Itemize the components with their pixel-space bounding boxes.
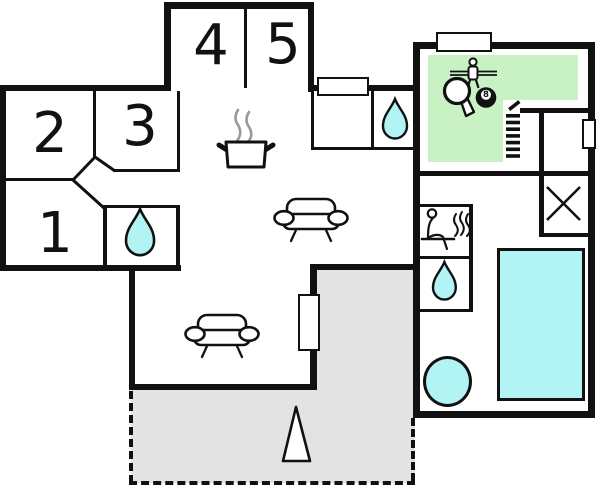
billiard-8-ball-icon: 8 — [475, 87, 497, 108]
room-label-4: 4 — [193, 13, 229, 78]
wall — [0, 265, 181, 271]
terrace-area-lower — [131, 390, 415, 483]
stairs-icon — [506, 100, 521, 158]
wall — [176, 205, 180, 268]
tree-icon — [281, 405, 312, 463]
wall — [371, 91, 374, 150]
wall — [416, 309, 472, 312]
wall — [129, 265, 135, 390]
wall — [0, 85, 170, 91]
room-label-2: 2 — [32, 101, 68, 166]
closet-x-icon — [546, 186, 581, 221]
wall — [308, 2, 314, 92]
window — [317, 77, 369, 96]
wall — [311, 91, 314, 150]
foosball-player-icon — [450, 57, 497, 89]
cooking-pot-icon — [216, 108, 276, 169]
hot-tub — [423, 356, 472, 407]
wall — [103, 205, 107, 268]
window — [436, 32, 492, 52]
room-label-3: 3 — [122, 94, 158, 159]
terrace-dashed-border-left — [129, 391, 133, 483]
terrace-door — [298, 294, 320, 351]
wall — [416, 204, 472, 207]
wall — [416, 256, 472, 259]
diagonal-walls — [71, 155, 116, 210]
wall — [164, 2, 314, 9]
wall — [588, 42, 595, 418]
room-label-1: 1 — [37, 201, 73, 266]
table-tennis-paddle-icon — [442, 76, 476, 118]
wall — [413, 411, 595, 418]
sofa-icon — [184, 313, 260, 359]
wall — [310, 264, 418, 270]
terrace-dashed-border-right — [411, 418, 415, 481]
window — [582, 119, 596, 149]
wall — [413, 42, 595, 49]
wall — [413, 42, 420, 418]
water-drop-icon — [381, 95, 409, 140]
sauna-icon — [420, 208, 471, 251]
wall — [539, 233, 593, 237]
water-drop-icon — [124, 205, 156, 257]
wall — [311, 147, 418, 150]
water-drop-icon — [431, 258, 457, 301]
wall — [520, 108, 595, 113]
wall — [164, 2, 171, 91]
wall — [113, 169, 180, 172]
room-label-5: 5 — [265, 12, 301, 77]
swimming-pool — [497, 248, 585, 401]
wall — [413, 171, 595, 176]
wall — [129, 384, 317, 390]
wall — [104, 205, 180, 208]
wall — [244, 8, 247, 88]
wall — [93, 91, 96, 158]
billiard-8-label: 8 — [483, 90, 489, 100]
wall — [177, 91, 180, 172]
sofa-icon — [273, 197, 349, 243]
terrace-area-upper — [317, 270, 413, 390]
terrace-dashed-border-bottom — [129, 481, 415, 485]
wall — [0, 178, 74, 181]
